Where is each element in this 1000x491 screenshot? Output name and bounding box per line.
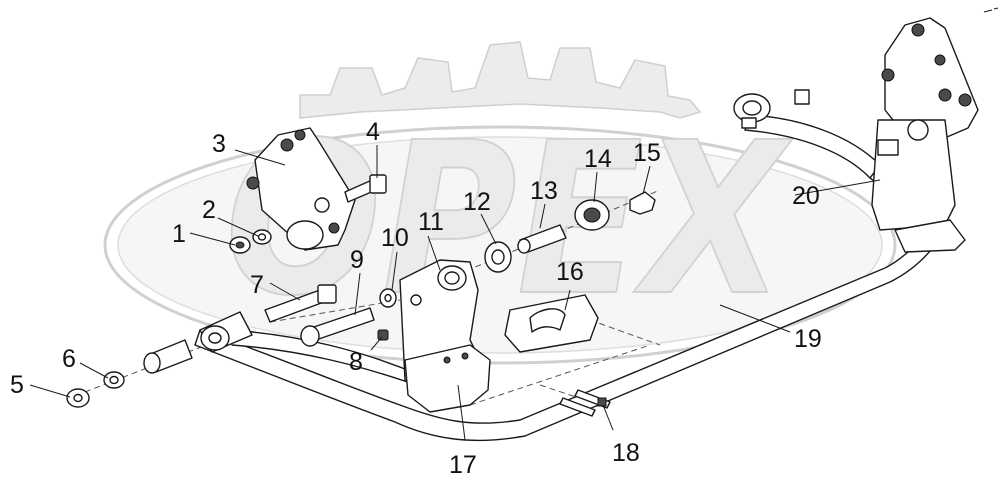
callout-13: 13 — [530, 177, 558, 205]
callout-8: 8 — [349, 348, 363, 376]
callout-14: 14 — [584, 145, 612, 173]
callout-2: 2 — [202, 196, 216, 224]
callout-16: 16 — [556, 258, 584, 286]
saddle-bushing — [504, 294, 599, 353]
callout-10: 10 — [381, 224, 409, 252]
bolts-18 — [559, 389, 611, 417]
callout-labels: 1 2 3 4 5 6 7 8 9 10 11 12 13 14 15 16 1… — [10, 118, 822, 479]
nut-and-washer-end — [66, 371, 125, 408]
callout-3: 3 — [212, 130, 226, 158]
callout-6: 6 — [62, 345, 76, 373]
callout-20: 20 — [792, 182, 820, 210]
bushing-set — [484, 191, 656, 273]
washer-10 — [379, 288, 397, 308]
callout-17: 17 — [449, 451, 477, 479]
callout-9: 9 — [350, 246, 364, 274]
right-end-bushing — [733, 89, 810, 129]
corner-mark — [983, 7, 999, 13]
callout-18: 18 — [612, 439, 640, 467]
callout-7: 7 — [250, 271, 264, 299]
callout-15: 15 — [633, 139, 661, 167]
nut-8 — [377, 329, 389, 341]
left-end-bushing — [143, 311, 253, 374]
callout-4: 4 — [366, 118, 380, 146]
right-upper-bracket — [871, 17, 979, 253]
callout-19: 19 — [794, 325, 822, 353]
bolt-4 — [344, 174, 387, 203]
leader-lines — [29, 145, 881, 441]
lower-clamp — [404, 344, 491, 413]
callout-11: 11 — [418, 208, 444, 236]
left-upper-bracket — [246, 127, 356, 251]
bolts-7-9 — [264, 284, 375, 347]
callout-5: 5 — [10, 371, 24, 399]
nut-and-washer-left — [229, 229, 272, 254]
callout-12: 12 — [463, 188, 491, 216]
callout-1: 1 — [172, 220, 186, 248]
